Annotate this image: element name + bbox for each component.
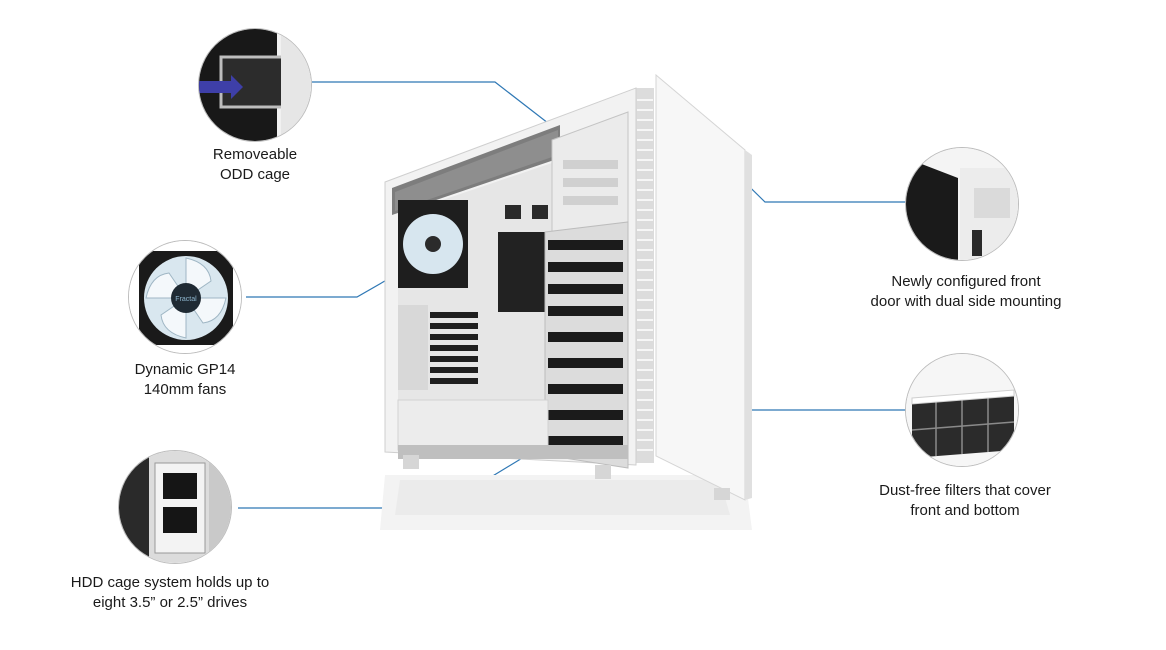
callout-odd-cage-line2: ODD cage (219, 166, 291, 183)
callout-front-door-line2: door with dual side mounting (870, 293, 1062, 310)
hdd-cage-thumbnail (118, 450, 232, 564)
fan-hub-logo: Fractal (175, 296, 197, 303)
dust-filter-thumbnail (905, 353, 1019, 467)
callout-front-door: Newly configured front door with dual si… (846, 272, 1086, 312)
callout-fans: Dynamic GP14 140mm fans (110, 360, 260, 400)
callout-fans-line1: Dynamic GP14 (134, 361, 236, 378)
fan-thumbnail: Fractal (128, 240, 242, 354)
callout-odd-cage-line1: Removeable (212, 146, 298, 163)
callout-filters-line1: Dust-free filters that cover (879, 482, 1051, 499)
callout-hdd-cage: HDD cage system holds up to eight 3.5” o… (40, 573, 300, 613)
callout-filters-line2: front and bottom (910, 502, 1020, 519)
front-door-thumbnail (905, 147, 1019, 261)
callout-hdd-cage-line1: HDD cage system holds up to (70, 574, 270, 591)
callout-filters: Dust-free filters that cover front and b… (850, 481, 1080, 521)
leader-line-odd (312, 81, 567, 138)
callout-odd-cage: Removeable ODD cage (175, 145, 335, 185)
callout-fans-line2: 140mm fans (143, 381, 227, 398)
callout-front-door-line1: Newly configured front (891, 273, 1041, 290)
callout-hdd-cage-line2: eight 3.5” or 2.5” drives (92, 594, 248, 611)
odd-cage-thumbnail (198, 28, 312, 142)
